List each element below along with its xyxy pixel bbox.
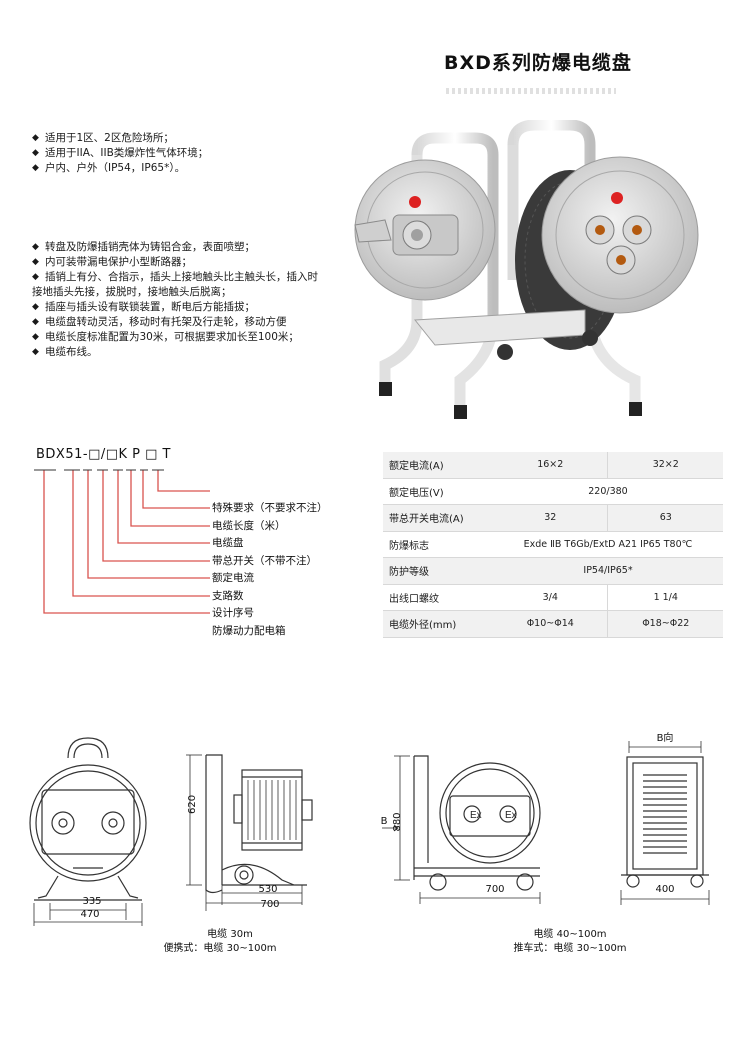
portable-side-drawing [186,754,313,911]
model-code-leaders [34,469,210,614]
spec-value: 32×2 [607,452,723,479]
subtitle-decoration [446,88,616,94]
code-label: 电缆盘 [212,537,244,549]
feature-item: 适用于1区、2区危险场所； [32,131,208,146]
spec-value: IP54/IP65* [493,557,723,585]
ex-mark-right: Ex [505,810,517,821]
trolley-b-view-drawing [620,741,710,905]
dim-700-portable: 700 [260,899,280,910]
spec-value: 3/4 [493,584,608,611]
code-label: 带总开关（不带不注） [212,554,317,567]
spec-value: Φ18~Φ22 [607,610,723,638]
table-row: 额定电压(V) 220/380 [383,478,723,505]
spec-value: 220/380 [493,478,723,505]
code-label: 防爆动力配电箱 [212,624,286,637]
model-code-labels: 特殊要求（不要求不注） 电缆长度（米） 电缆盘 带总开关（不带不注） 额定电流 … [212,500,328,640]
feature-list-bottom: 转盘及防爆插销壳体为铸铝合金，表面喷塑； 内可装带漏电保护小型断路器； 插销上有… [32,240,318,360]
table-row: 出线口螺纹 3/4 1 1/4 [383,584,723,611]
trolley-caption-1: 电缆 40~100m [533,929,607,940]
spec-label: 带总开关电流(A) [383,504,493,532]
spec-value: 63 [607,504,723,532]
portable-front-drawing [29,737,147,926]
portable-caption-2: 便携式：电缆 30~100m [163,943,277,954]
spec-label: 电缆外径(mm) [383,610,493,638]
trolley-side-drawing: Ex Ex [382,755,541,904]
table-row: 防护等级 IP54/IP65* [383,557,723,585]
spec-label: 防护等级 [383,557,493,585]
dim-880: 880 [392,812,403,832]
feature-item: 电缆布线。 [32,345,318,360]
portable-caption-1: 电缆 30m [207,929,253,940]
code-label: 额定电流 [212,572,254,584]
spec-value: 16×2 [493,452,608,479]
feature-item: 插销上有分、合指示，插头上接地触头比主触头长，插入时 [32,270,318,285]
feature-item: 户内、户外（IP54，IP65*）。 [32,161,208,176]
trolley-caption-2: 推车式：电缆 30~100m [513,943,627,954]
dim-335: 335 [82,896,102,907]
dim-400: 400 [655,884,675,895]
page-title: BXD系列防爆电缆盘 [444,52,632,74]
code-label: 支路数 [212,589,244,602]
code-label: 特殊要求（不要求不注） [212,502,328,514]
feature-item-continued: 接地插头先接，拔脱时，接地触头后脱离； [32,286,232,298]
feature-item: 电缆长度标准配置为30米，可根据要求加长至100米； [32,330,318,345]
ex-mark-left: Ex [470,810,482,821]
table-row: 电缆外径(mm) Φ10~Φ14 Φ18~Φ22 [383,610,723,638]
table-row: 额定电流(A) 16×2 32×2 [383,452,723,479]
spec-table: 额定电流(A) 16×2 32×2 额定电压(V) 220/380 带总开关电流… [383,452,723,638]
dim-700-trolley: 700 [485,884,505,895]
table-row: 带总开关电流(A) 32 63 [383,504,723,532]
spec-label: 防爆标志 [383,531,493,558]
spec-label: 额定电压(V) [383,478,493,505]
feature-item: 插座与插头设有联锁装置，断电后方能插拔； [32,300,318,315]
product-photo [354,120,699,419]
feature-item: 适用于IIA、IIB类爆炸性气体环境； [32,146,208,161]
spec-value: Φ10~Φ14 [493,610,608,638]
feature-item: 转盘及防爆插销壳体为铸铝合金，表面喷塑； [32,240,318,255]
table-row: 防爆标志 Exde ⅡB T6Gb/ExtD A21 IP65 T80℃ [383,531,723,558]
feature-item: 电缆盘转动灵活，移动时有托架及行走轮，移动方便 [32,315,318,330]
spec-label: 出线口螺纹 [383,584,493,611]
feature-list-top: 适用于1区、2区危险场所； 适用于IIA、IIB类爆炸性气体环境； 户内、户外（… [32,131,208,176]
code-label: 设计序号 [212,607,254,619]
code-label: 电缆长度（米） [212,519,286,532]
dim-470: 470 [80,909,100,920]
spec-value: 32 [493,504,608,532]
b-view-label: B向 [656,733,674,744]
b-arrow-label: B [380,816,388,827]
dim-620: 620 [187,794,198,814]
spec-value: Exde ⅡB T6Gb/ExtD A21 IP65 T80℃ [493,531,723,558]
model-code: BDX51-□/□K P □ T [36,447,171,462]
dim-530: 530 [258,884,278,895]
spec-value: 1 1/4 [607,584,723,611]
feature-item: 内可装带漏电保护小型断路器； [32,255,318,270]
spec-label: 额定电流(A) [383,452,493,479]
